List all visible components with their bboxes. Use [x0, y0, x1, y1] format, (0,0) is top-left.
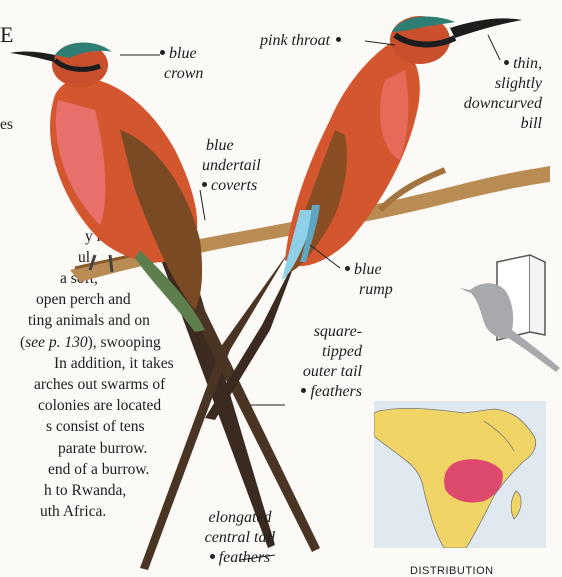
leader-dot-icon — [202, 182, 207, 187]
leader-dot-icon — [504, 60, 509, 65]
label-central-tail: elongated central tail feathers — [190, 508, 290, 568]
leader-dot-icon — [301, 388, 306, 393]
label-pink-throat: pink throat — [260, 31, 341, 51]
label-blue-crown: blue crown — [160, 44, 203, 84]
leader-dot-icon — [160, 50, 165, 55]
label-bill: thin, slightly downcurved bill — [440, 54, 542, 134]
label-outer-tail: square- tipped outer tail feathers — [270, 322, 362, 402]
label-undertail-coverts: blue undertail coverts — [202, 136, 261, 196]
leader-dot-icon — [336, 37, 341, 42]
leader-dot-icon — [345, 266, 350, 271]
label-blue-rump: blue rump — [345, 260, 393, 300]
map-caption: DISTRIBUTION — [410, 565, 494, 577]
distribution-map — [374, 401, 546, 548]
leader-dot-icon — [210, 554, 215, 559]
left-bird — [10, 43, 320, 552]
